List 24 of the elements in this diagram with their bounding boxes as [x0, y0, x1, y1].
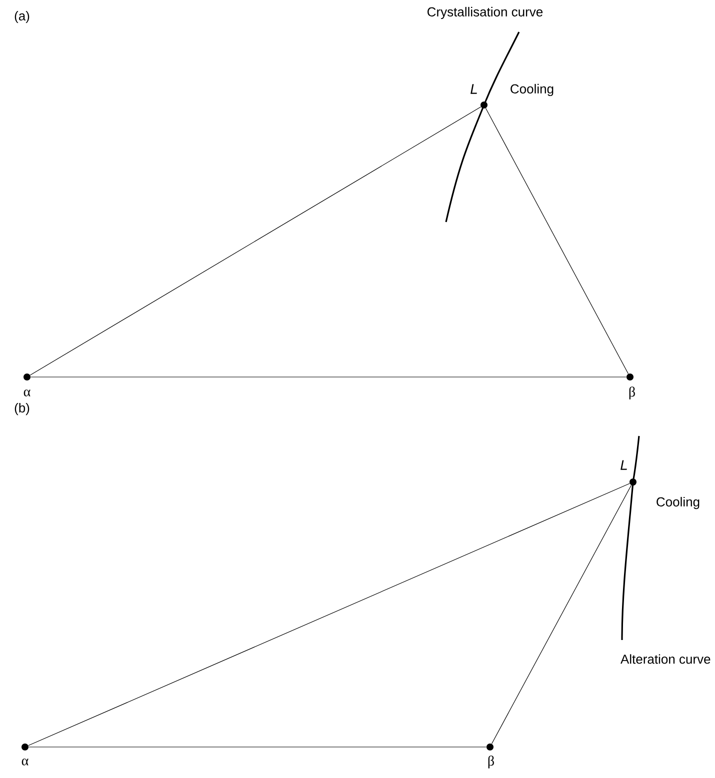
line [491, 484, 632, 744]
point: L [620, 460, 636, 486]
node-label: L [620, 460, 627, 470]
line [28, 746, 487, 748]
point: β [626, 374, 635, 400]
annotation: Cooling [510, 84, 554, 96]
point: α [22, 744, 28, 766]
point: L [470, 84, 488, 108]
node-label: α [24, 390, 30, 396]
node-label: α [22, 758, 28, 766]
node-label: β [629, 386, 635, 400]
line [485, 108, 629, 374]
line [30, 376, 627, 378]
node-label: L [470, 84, 477, 94]
curve-label: Crystallisation curve [428, 6, 543, 20]
line [30, 106, 482, 376]
point: β [486, 744, 494, 768]
panel-label: (a) [14, 10, 30, 24]
line [28, 483, 630, 746]
annotation: Cooling [656, 496, 700, 510]
curve-label: Alteration curve [620, 654, 710, 664]
panel-label: (b) [14, 402, 30, 416]
node-label: β [488, 756, 494, 768]
point: α [24, 374, 30, 396]
